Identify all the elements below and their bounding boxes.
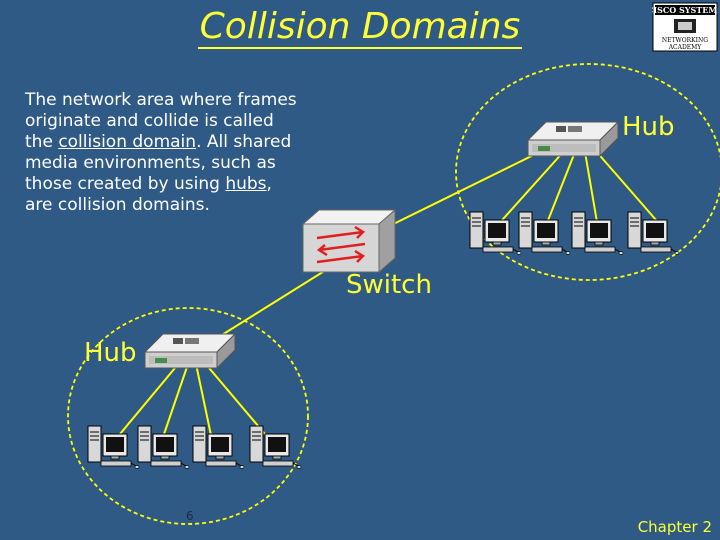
pc-icon xyxy=(87,425,140,469)
collision-domain-boundary-top xyxy=(455,63,720,281)
switch-label: Switch xyxy=(346,270,432,300)
pc-icon xyxy=(249,425,302,469)
hub-bottom-icon xyxy=(144,333,236,369)
pc-icon xyxy=(137,425,190,469)
description-text: The network area where frames originate … xyxy=(25,90,297,215)
page-number: 6 xyxy=(186,509,194,523)
pc-icon xyxy=(469,211,522,255)
hub-bottom-label: Hub xyxy=(84,338,137,368)
pc-icon xyxy=(571,211,624,255)
hubs-link: hubs xyxy=(225,174,267,194)
hub-top-label: Hub xyxy=(622,112,675,142)
svg-text:ACADEMY: ACADEMY xyxy=(668,44,703,51)
cisco-logo: CISCO SYSTEMS NETWORKING ACADEMY xyxy=(652,2,718,52)
hub-top-icon xyxy=(527,121,619,157)
pc-icon xyxy=(518,211,571,255)
collision-domain-link: collision domain xyxy=(58,132,197,152)
chapter-label: Chapter 2 xyxy=(637,518,712,536)
slide-title: Collision Domains xyxy=(197,6,523,49)
svg-text:NETWORKING: NETWORKING xyxy=(662,37,708,44)
switch-icon xyxy=(301,208,397,274)
collision-domain-boundary-bottom xyxy=(67,307,309,525)
svg-text:CISCO SYSTEMS: CISCO SYSTEMS xyxy=(652,5,718,15)
pc-icon xyxy=(192,425,245,469)
